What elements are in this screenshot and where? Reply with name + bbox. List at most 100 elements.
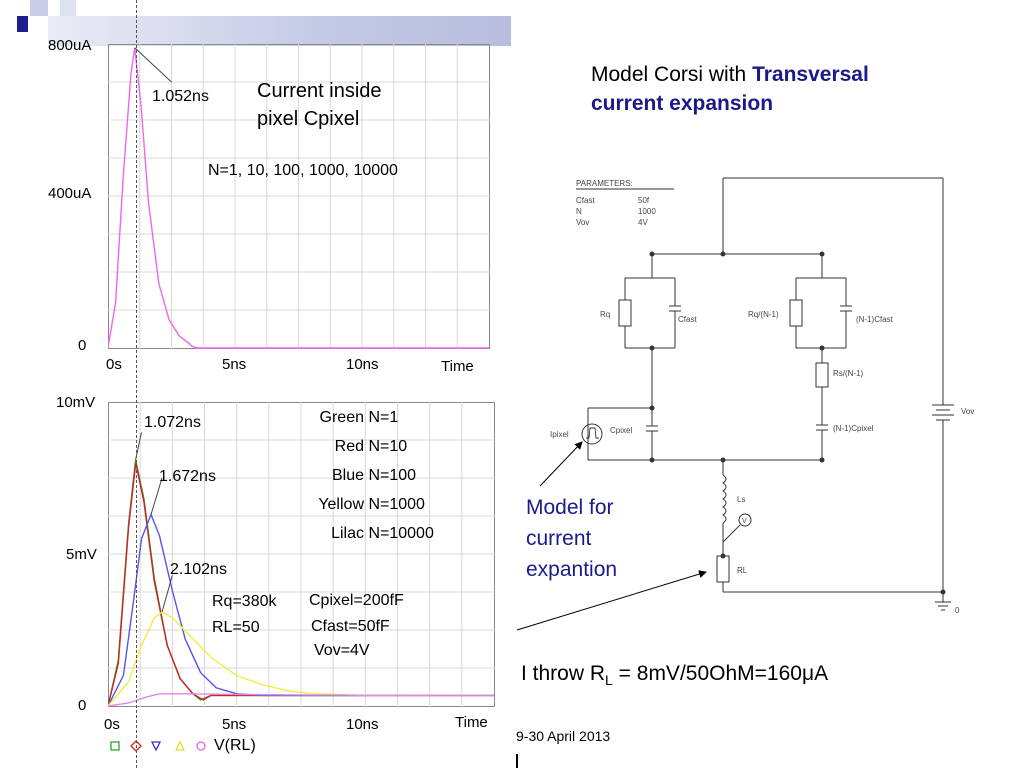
header-bar <box>48 16 511 46</box>
trace-markers <box>110 740 206 752</box>
node-dot <box>819 345 825 351</box>
legend-color: Lilac <box>331 525 364 542</box>
arrow-to-rl <box>516 570 707 631</box>
marker-triangle-up <box>174 740 186 751</box>
marker-square <box>110 741 120 751</box>
resistor-rq <box>618 299 632 327</box>
param-val: 1000 <box>638 207 656 216</box>
node-dot <box>720 457 726 463</box>
throw-mu: μ <box>801 662 815 685</box>
title-highlight-2: current expansion <box>591 92 774 115</box>
node-dot <box>819 457 825 463</box>
label-rqn: Rq/(N-1) <box>748 310 779 319</box>
label-cfast: Cfast <box>678 315 697 324</box>
annotation-leader <box>134 47 172 83</box>
series-line-1 <box>108 47 489 349</box>
bottom-xtick-5: 5ns <box>222 716 247 733</box>
throw-sub: L <box>605 672 613 689</box>
top-ann-line1: Current inside <box>257 80 382 102</box>
top-xlabel: Time <box>441 358 474 375</box>
throw-prefix: I throw R <box>521 662 606 685</box>
bottom-plot <box>108 402 495 707</box>
node-dot <box>649 457 655 463</box>
model-note-line: expantion <box>526 558 618 581</box>
arrow-to-pixel <box>539 441 583 487</box>
probe-v <box>738 513 752 527</box>
param-val: 50f <box>638 196 650 205</box>
label-ls: Ls <box>737 495 745 504</box>
marker-circle <box>196 741 206 751</box>
param-rq: Rq=380k <box>212 593 277 610</box>
legend-color: Red <box>334 438 364 455</box>
node-dot <box>649 251 655 257</box>
top-ytick-0: 0 <box>78 337 87 354</box>
top-xtick-5: 5ns <box>222 356 247 373</box>
resistor-rsn <box>815 362 829 388</box>
current-source-ipixel <box>581 423 603 445</box>
probe-lead <box>722 524 741 543</box>
params-title: PARAMETERS: <box>576 179 633 188</box>
top-xtick-10: 10ns <box>346 356 379 373</box>
node-dot <box>649 405 655 411</box>
legend-table: Green N=1 Red N=10 Blue N=100 Yellow N=1… <box>304 409 444 554</box>
label-gnd: 0 <box>955 606 960 615</box>
header-decoration <box>17 16 28 32</box>
series-line-4 <box>108 610 494 707</box>
legend-row: Blue N=100 <box>304 467 444 496</box>
label-rsn: Rs/(N-1) <box>833 369 864 378</box>
slide-title: Model Corsi with Transversal current exp… <box>591 60 869 118</box>
label-rl: RL <box>737 566 748 575</box>
header-decoration <box>60 0 76 16</box>
legend-color: Green <box>319 409 364 426</box>
legend-color: Yellow <box>318 496 364 513</box>
legend-row: Yellow N=1000 <box>304 496 444 525</box>
cursor-line <box>136 0 137 768</box>
param-key: Cfast <box>576 196 595 205</box>
legend-n: N=10 <box>368 438 408 455</box>
trace-label: V(RL) <box>214 737 256 754</box>
inductor-ls <box>722 474 727 524</box>
model-note-line: current <box>526 527 592 550</box>
header-decoration <box>30 0 48 16</box>
arrows <box>516 441 707 631</box>
footer-date: 9-30 April 2013 <box>516 728 611 744</box>
top-peak-time: 1.052ns <box>152 88 209 105</box>
annotation-leader <box>161 575 173 612</box>
label-ncfast: (N-1)Cfast <box>856 315 894 324</box>
bottom-ytick-10: 10mV <box>56 394 96 411</box>
legend-n: N=10000 <box>368 525 434 542</box>
label-vov: Vov <box>961 407 974 416</box>
label-cpixel: Cpixel <box>610 426 632 435</box>
top-xtick-0: 0s <box>106 356 122 373</box>
bottom-ann-t2: 1.672ns <box>159 468 216 485</box>
top-ytick-400: 400uA <box>48 185 92 202</box>
node-dot <box>720 251 726 257</box>
node-dot <box>720 553 726 559</box>
series-line-2 <box>108 462 494 707</box>
node-dot <box>649 345 655 351</box>
bottom-ann-t1: 1.072ns <box>144 414 201 431</box>
legend-row: Lilac N=10000 <box>304 525 444 554</box>
resistor-rqn <box>789 299 803 327</box>
throw-suffix: = 8mV/50OhM=160 <box>612 662 802 685</box>
legend-n: N=1000 <box>368 496 425 513</box>
node-dot <box>940 589 946 595</box>
bottom-xtick-0: 0s <box>104 716 120 733</box>
pulse-glyph <box>586 427 599 439</box>
marker-triangle-down <box>150 741 162 752</box>
legend-n: N=1 <box>368 409 399 426</box>
legend-color: Blue <box>331 467 364 484</box>
bottom-ytick-0: 0 <box>78 697 87 714</box>
param-rl: RL=50 <box>212 619 260 636</box>
legend-row: Red N=10 <box>304 438 444 467</box>
model-note-line: Model for <box>526 496 614 519</box>
throw-equation: I throw RL = 8mV/50OhM=160μA <box>521 662 828 688</box>
annotation-leader <box>150 477 163 515</box>
label-rq: Rq <box>600 310 610 319</box>
top-plot <box>108 44 490 349</box>
circuit-schematic: PARAMETERS: Cfast 50f N 1000 Vov 4V Rq C… <box>550 177 974 615</box>
bottom-xlabel: Time <box>455 714 488 731</box>
legend-row: Green N=1 <box>304 409 444 438</box>
top-ann-n: N=1, 10, 100, 1000, 10000 <box>208 162 398 179</box>
label-ncpixel: (N-1)Cpixel <box>833 424 874 433</box>
